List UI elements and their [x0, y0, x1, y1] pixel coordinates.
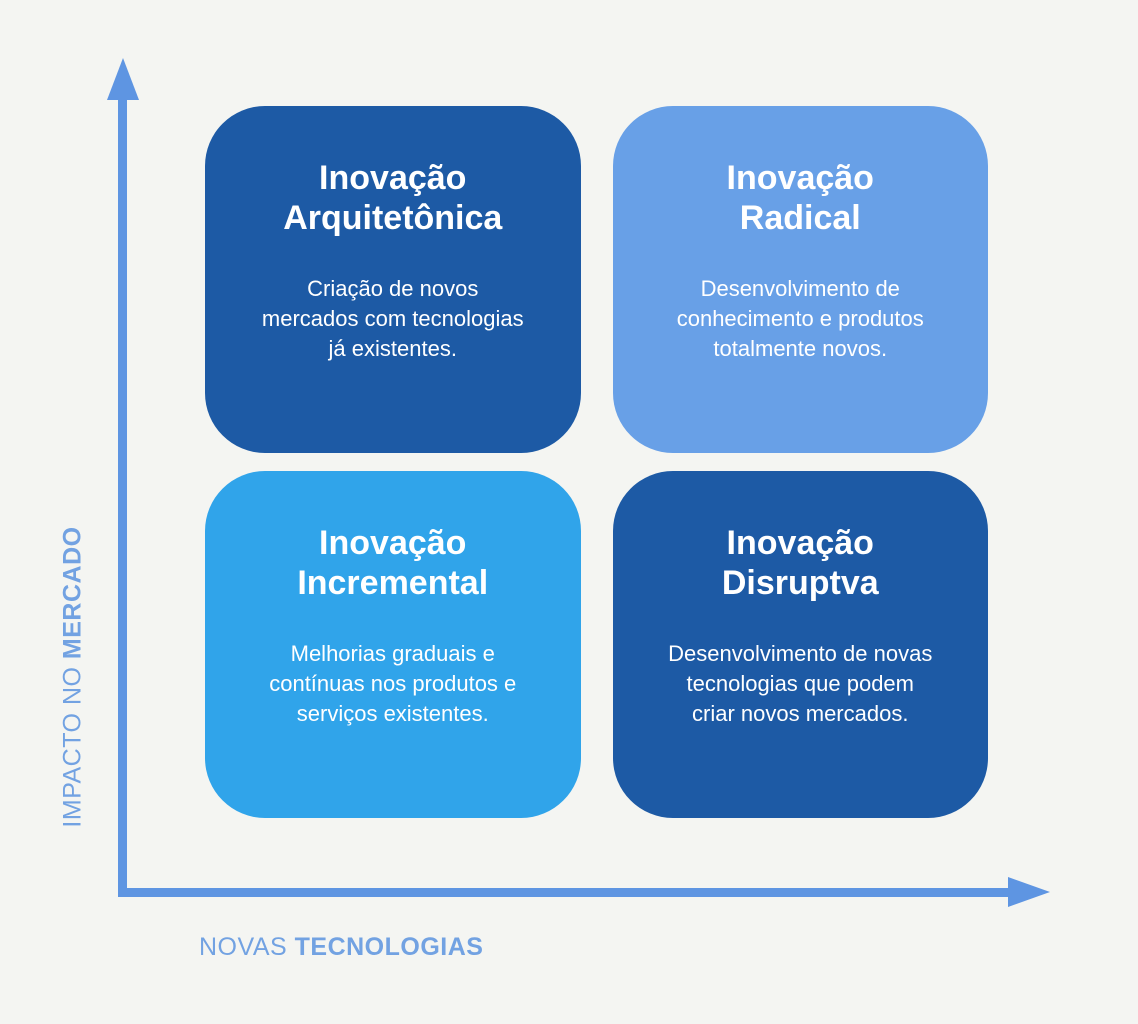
quadrant-description: Desenvolvimento de novas tecnologias que… — [668, 641, 933, 726]
quadrant-title: Inovação Disruptva — [722, 523, 879, 603]
x-axis-label: NOVAS TECNOLOGIAS — [199, 933, 483, 962]
quadrant-title-line2: Disruptva — [721, 564, 879, 602]
x-axis-label-regular: NOVAS — [199, 933, 295, 961]
quadrant-description: Desenvolvimento de conhecimento e produt… — [676, 276, 924, 361]
quadrant-title: Inovação Incremental — [297, 523, 488, 603]
quadrant-title-line2: Incremental — [297, 564, 489, 602]
quadrant-grid: Inovação Arquitetônica Criação de novos … — [205, 106, 988, 818]
quadrant-card-arquitetonica: Inovação Arquitetônica Criação de novos … — [205, 106, 581, 453]
quadrant-card-disruptiva: Inovação Disruptva Desenvolvimento de no… — [612, 471, 988, 818]
y-axis-label: IMPACTO NO MERCADO — [59, 526, 88, 827]
quadrant-description: Criação de novos mercados com tecnologia… — [261, 276, 524, 361]
quadrant-title-line1: Inovação — [319, 159, 467, 197]
quadrant-title-line2: Arquitetônica — [283, 199, 503, 237]
quadrant-title: Inovação Radical — [727, 158, 874, 238]
arrow-right-icon — [1008, 877, 1050, 907]
x-axis-label-bold: TECNOLOGIAS — [294, 933, 484, 961]
quadrant-title: Inovação Arquitetônica — [283, 158, 502, 238]
arrow-up-icon — [107, 58, 139, 100]
y-axis-line — [118, 92, 127, 897]
quadrant-title-line1: Inovação — [319, 524, 467, 562]
quadrant-card-radical: Inovação Radical Desenvolvimento de conh… — [612, 106, 988, 453]
quadrant-title-line1: Inovação — [726, 159, 874, 197]
x-axis-line — [118, 888, 1011, 897]
y-axis-label-regular: IMPACTO NO — [58, 659, 87, 828]
quadrant-title-line1: Inovação — [726, 524, 874, 562]
quadrant-title-line2: Radical — [739, 199, 861, 237]
quadrant-description: Melhorias graduais e contínuas nos produ… — [269, 641, 517, 726]
quadrant-card-incremental: Inovação Incremental Melhorias graduais … — [205, 471, 581, 818]
y-axis-label-bold: MERCADO — [58, 526, 87, 660]
